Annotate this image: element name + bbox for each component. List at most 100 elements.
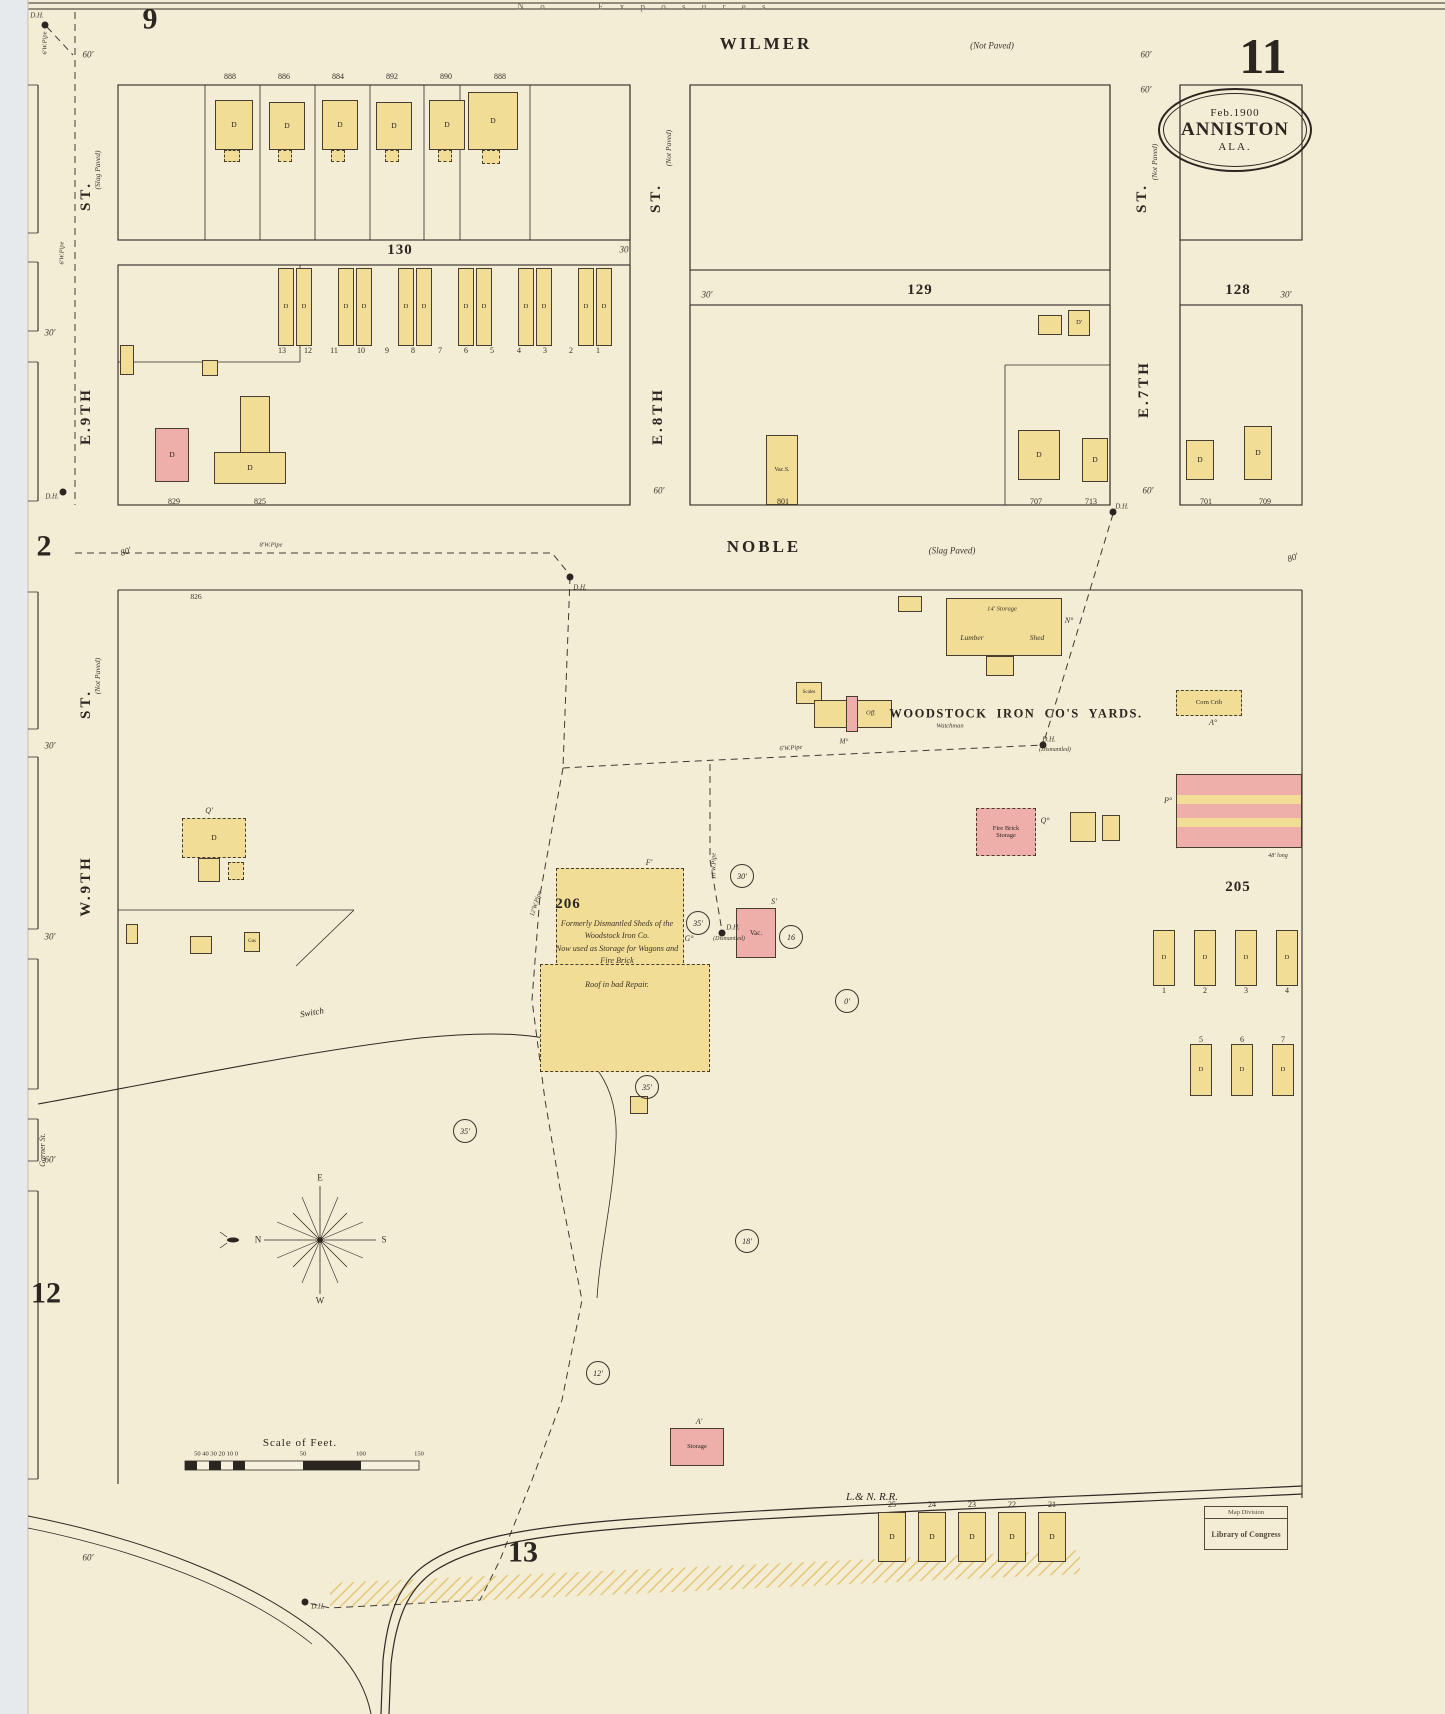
building: D (278, 268, 294, 346)
house-number: 801 (777, 496, 789, 506)
building: D (338, 268, 354, 346)
measurement: 30' (701, 289, 713, 300)
lot-number: 3 (1244, 985, 1248, 995)
sheet-number-adjacent-bottom: 13 (508, 1535, 538, 1569)
block-number-205: 205 (1225, 879, 1251, 896)
building: D (1235, 930, 1257, 986)
building (540, 964, 710, 1072)
building: Scales (796, 682, 822, 704)
lot-number: 6 (1240, 1034, 1244, 1044)
block-number-206: 206 (555, 896, 581, 913)
building: D (1186, 440, 1214, 480)
house-number: 884 (332, 71, 344, 81)
building-label: D (337, 119, 343, 129)
lumber-label-shed: Shed (1029, 633, 1045, 643)
dh-label: D.H. (1115, 502, 1129, 511)
building-label: D (247, 462, 253, 472)
street-name-noble: NOBLE (726, 537, 802, 557)
lot-number: 11 (330, 345, 338, 355)
library-of-congress-stamp: Map Division Library of Congress (1204, 1506, 1288, 1550)
building-label: Storage (687, 1443, 707, 1451)
building: D (1244, 426, 1272, 480)
building: D (296, 268, 312, 346)
building-label: D (231, 119, 237, 129)
building-label: D (444, 119, 450, 129)
building: D (269, 102, 305, 150)
unit-letter: F' (645, 857, 653, 867)
building-label: D (969, 1531, 975, 1541)
building: D (518, 268, 534, 346)
lot-number: 1 (596, 345, 600, 355)
building: Corn Crib (1176, 690, 1242, 716)
dh-label: D.H. (30, 11, 44, 20)
building (120, 345, 134, 375)
lot-number: 24 (928, 1499, 936, 1509)
measurement: 60' (1142, 485, 1154, 496)
lumber-label-storage: 14' Storage (987, 605, 1017, 613)
lot-number: 5 (1199, 1034, 1203, 1044)
building-label: D (481, 303, 487, 311)
building: D (1082, 438, 1108, 482)
watchman-label: Watchman (936, 722, 964, 730)
house-number: 890 (440, 71, 452, 81)
street-note-not-paved-left: (Not Paved) (93, 657, 103, 695)
measurement: 30' (1280, 289, 1292, 300)
building-label: Corn Crib (1195, 699, 1223, 707)
building: D (1272, 1044, 1294, 1096)
measurement: 60' (82, 1552, 94, 1563)
building: D (1194, 930, 1216, 986)
building: D (356, 268, 372, 346)
building: Vac. (736, 908, 776, 958)
distance-marker: 35' (453, 1119, 477, 1143)
building-label: D (583, 303, 589, 311)
unit-letter: S' (771, 896, 777, 906)
building (1176, 774, 1302, 848)
distance-marker: 35' (635, 1075, 659, 1099)
no-exposures-label: N o E x p o s u r e s (517, 1, 773, 12)
building-label: D' (1076, 319, 1082, 327)
measurement: 30' (44, 740, 56, 751)
dh-marker (566, 573, 574, 581)
building: D (215, 100, 253, 150)
building-label: D (169, 449, 175, 459)
building (385, 150, 399, 162)
sheet-number-adjacent-left-lower: 12 (31, 1276, 61, 1310)
street-note-wilmer: (Not Paved) (970, 40, 1014, 51)
pipe-label: 6'W.Pipe (41, 31, 49, 55)
lot-number: 1 (1162, 985, 1166, 995)
building: D (878, 1512, 906, 1562)
building: D (1018, 430, 1060, 480)
house-number: 886 (278, 71, 290, 81)
dh-note: (Dismantled) (713, 935, 745, 942)
block-number-128: 128 (1225, 282, 1251, 299)
building-label: D (421, 303, 427, 311)
street-name-e8th: E.8TH (650, 387, 667, 445)
building-label: Fire Brick Storage (992, 824, 1020, 839)
lot-number: 2 (569, 345, 573, 355)
unit-letter: Q° (1040, 815, 1050, 825)
building-label: D (1197, 454, 1203, 464)
house-number: 826 (190, 592, 202, 602)
building-label: D (1161, 954, 1167, 962)
building (126, 924, 138, 944)
lot-number: 4 (1285, 985, 1289, 995)
lot-number: 12 (304, 345, 312, 355)
building: D (1190, 1044, 1212, 1096)
dh-marker (41, 21, 49, 29)
building (986, 656, 1014, 676)
building-label: D (1280, 1066, 1286, 1074)
building: D (1276, 930, 1298, 986)
building-label: D (283, 303, 289, 311)
house-number: 888 (224, 71, 236, 81)
scale-ticks-left: 50 40 30 20 10 0 (194, 1450, 238, 1458)
building-label: D (523, 303, 529, 311)
shed-description: Formerly Dismantled Sheds of the Woodsto… (555, 919, 679, 990)
building-label: D (1009, 1531, 1015, 1541)
compass-letter-n: N (254, 1234, 262, 1245)
building: Gas (244, 932, 260, 952)
sheet-number-page: 11 (1239, 27, 1287, 84)
dh-label: D.H. (1042, 735, 1056, 744)
warehouse-length-label: 48' long (1268, 852, 1288, 859)
building: D (416, 268, 432, 346)
sheet-number-adjacent-top: 9 (142, 2, 158, 36)
